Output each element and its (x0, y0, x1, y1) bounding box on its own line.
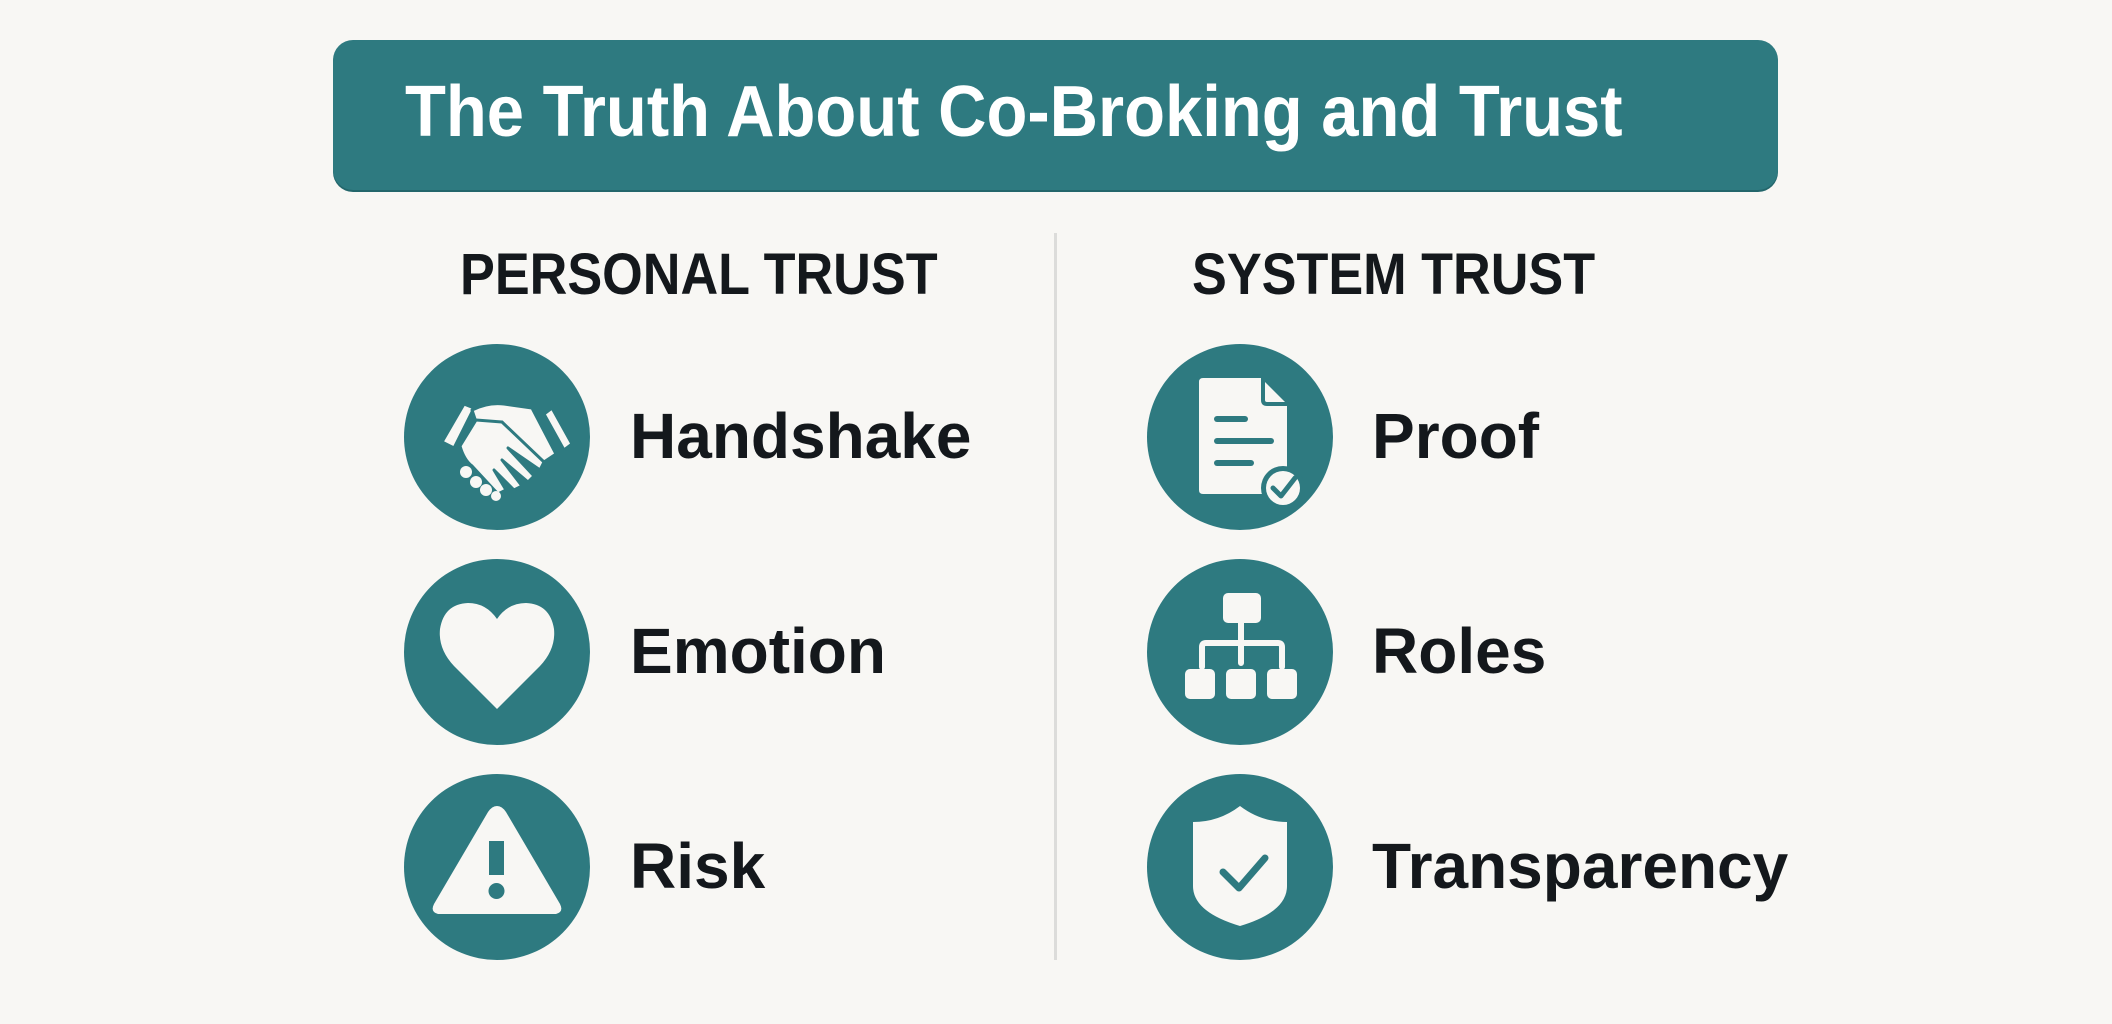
warning-icon (404, 774, 590, 960)
personal-trust-heading: PERSONAL TRUST (460, 242, 938, 307)
list-item-roles: Roles (1147, 559, 1847, 745)
item-label-roles: Roles (1372, 615, 1547, 687)
handshake-icon (404, 344, 590, 530)
item-label-proof: Proof (1372, 400, 1540, 472)
org-chart-icon (1147, 559, 1333, 745)
system-trust-heading: SYSTEM TRUST (1192, 242, 1596, 307)
item-label-risk: Risk (630, 830, 766, 902)
list-item-handshake: Handshake (404, 344, 1004, 530)
item-label-emotion: Emotion (630, 615, 886, 687)
list-item-transparency: Transparency (1147, 774, 1847, 960)
list-item-proof: Proof (1147, 344, 1847, 530)
list-item-emotion: Emotion (404, 559, 1004, 745)
document-check-icon (1147, 344, 1333, 530)
column-divider (1054, 233, 1057, 960)
page-title: The Truth About Co-Broking and Trust (405, 72, 1623, 152)
item-label-handshake: Handshake (630, 400, 972, 472)
item-label-transparency: Transparency (1372, 830, 1789, 902)
title-banner: The Truth About Co-Broking and Trust (333, 40, 1778, 190)
heart-icon (404, 559, 590, 745)
shield-check-icon (1147, 774, 1333, 960)
list-item-risk: Risk (404, 774, 1004, 960)
